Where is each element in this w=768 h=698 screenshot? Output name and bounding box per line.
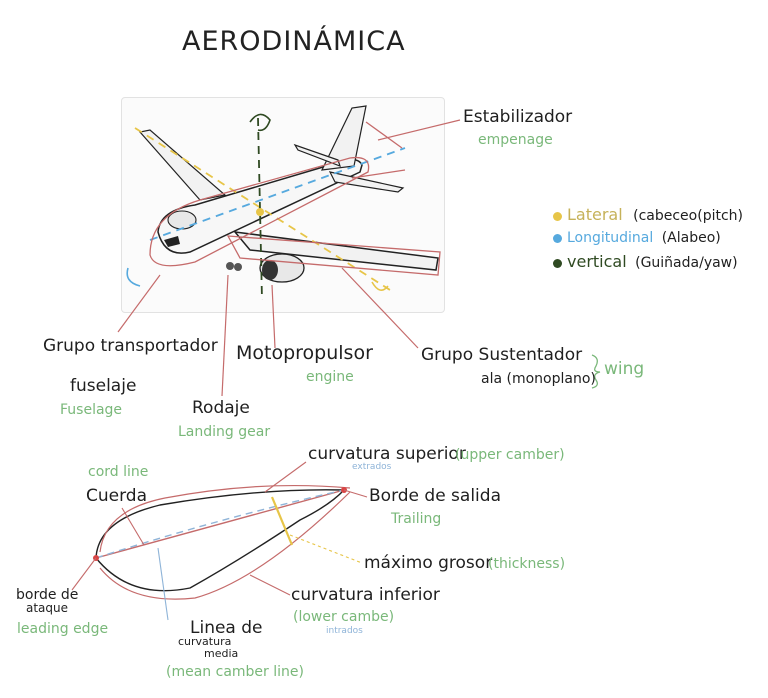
roll-arrow-icon [126, 267, 141, 287]
extrados-note: extrados [352, 462, 392, 472]
max-thickness-line [270, 496, 294, 546]
trailing-edge-english: Trailing [391, 511, 442, 527]
rotation-axes [126, 113, 406, 301]
cord-line-english: cord line [88, 464, 149, 480]
thickness-english: (thickness) [488, 556, 566, 572]
propulsion-label: Motopropulsor [236, 342, 373, 364]
thickness-label: máximo grosor [364, 553, 493, 573]
leading-edge-label-line1: borde de [16, 587, 79, 603]
wing-bracket-icon [591, 354, 601, 389]
leader-lines [117, 119, 461, 397]
mean-camber-label-line2: curvatura [178, 635, 232, 648]
leading-edge-label-line2: ataque [26, 601, 69, 615]
yaw-arrow-icon [249, 113, 271, 132]
mean-camber-english: (mean camber line) [166, 664, 304, 680]
trailing-edge-label: Borde de salida [369, 486, 501, 506]
fuselage-label: fuselaje [70, 376, 137, 396]
pitch-arrow-icon [371, 281, 389, 291]
mean-camber-label-line1: Linea de [190, 618, 263, 638]
lower-camber-label: curvatura inferior [291, 585, 440, 605]
airfoil-leader-lines [71, 461, 368, 621]
page-title: AERODINÁMICA [182, 26, 406, 57]
longitudinal-axis [149, 147, 406, 241]
axis-legend-vertical: vertical (Guiñada/yaw) [553, 254, 738, 270]
lower-camber-english: (lower cambe) [293, 609, 395, 625]
fuselage-english: Fuselage [60, 402, 123, 418]
propulsion-english: engine [306, 369, 354, 385]
upper-camber-english: (upper camber) [455, 447, 565, 463]
wing-type-label: ala (monoplano) [481, 371, 596, 387]
leading-edge-english: leading edge [17, 621, 109, 637]
lift-group-label: Grupo Sustentador [421, 345, 583, 365]
axis-legend-longitudinal: Longitudinal (Alabeo) [553, 231, 721, 245]
airfoil-diagram [93, 484, 351, 600]
vertical-dot-icon [553, 258, 562, 268]
landing-gear-label: Rodaje [192, 398, 250, 418]
stabilizer-label: Estabilizador [463, 107, 573, 127]
axis-legend-lateral: Lateral (cabeceo(pitch) [553, 207, 743, 223]
longitudinal-dot-icon [553, 233, 562, 243]
chord-line [95, 489, 345, 559]
landing-gear-english: Landing gear [178, 424, 271, 440]
intrados-note: intrados [326, 626, 363, 636]
wing-english: wing [604, 359, 645, 379]
lateral-dot-icon [553, 211, 562, 221]
mean-camber-label-line3: media [204, 647, 239, 660]
upper-camber-label: curvatura superior [308, 444, 466, 464]
aircraft-illustration [138, 105, 439, 283]
chord-label: Cuerda [86, 486, 148, 506]
transport-group-label: Grupo transportador [43, 336, 218, 356]
stabilizer-english: empenage [478, 132, 553, 148]
part-highlights [149, 121, 441, 276]
